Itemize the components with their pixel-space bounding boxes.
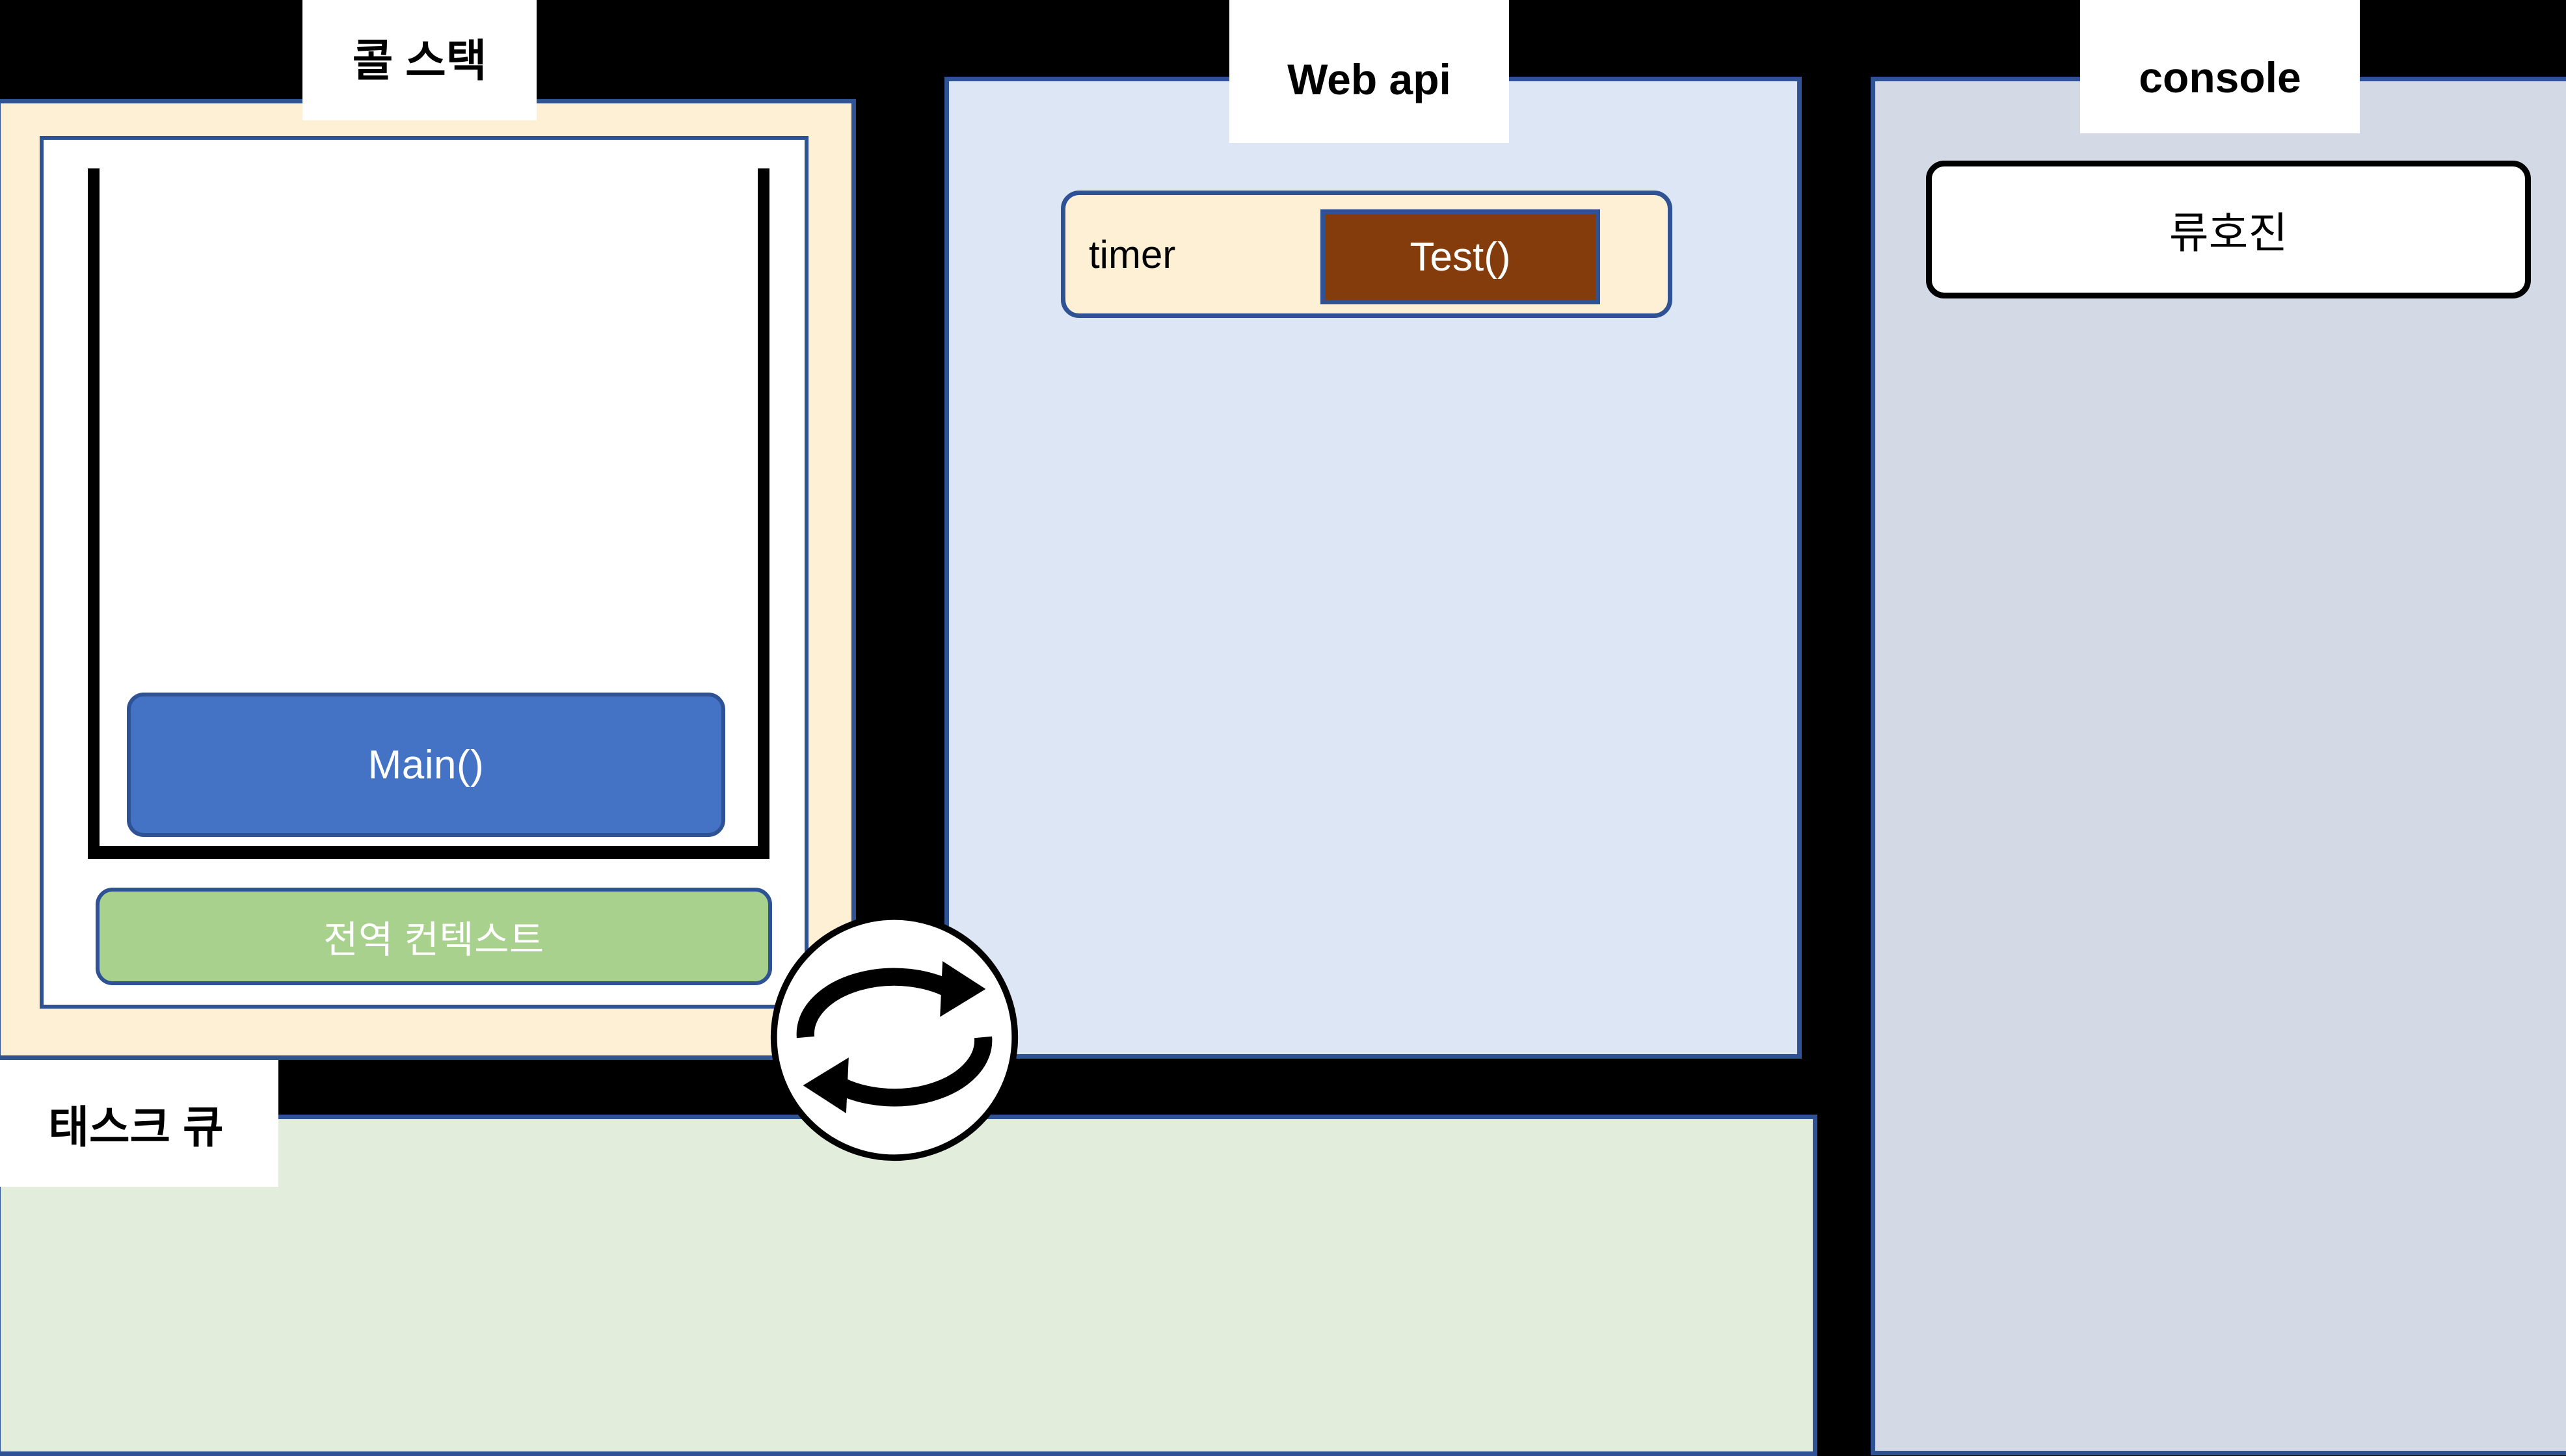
console-panel: 류호진 [1871,77,2566,1455]
web-api-timer-label: timer [1089,232,1176,276]
console-output-line: 류호진 [1926,161,2531,298]
call-stack-inner-area: Main() 전역 컨텍스트 [40,136,809,1009]
stack-bracket-left-arm [88,168,100,858]
event-loop-circular-arrows-icon [768,910,1021,1164]
web-api-timer-entry[interactable]: timer Test() [1061,191,1672,318]
call-stack-frame-main[interactable]: Main() [127,693,725,837]
section-tab-call-stack: 콜 스택 [302,0,537,120]
call-stack-global-context[interactable]: 전역 컨텍스트 [96,888,772,985]
web-api-timer-callback-test[interactable]: Test() [1320,209,1600,304]
call-stack-panel: Main() 전역 컨텍스트 [0,99,856,1060]
stack-bracket-right-arm [758,168,769,858]
web-api-panel: timer Test() [944,77,1802,1059]
stack-bracket-bottom-arm [88,846,769,859]
section-tab-console: console [2080,0,2360,133]
section-tab-task-queue: 태스크 큐 [0,1060,278,1187]
section-tab-web-api: Web api [1229,0,1509,143]
